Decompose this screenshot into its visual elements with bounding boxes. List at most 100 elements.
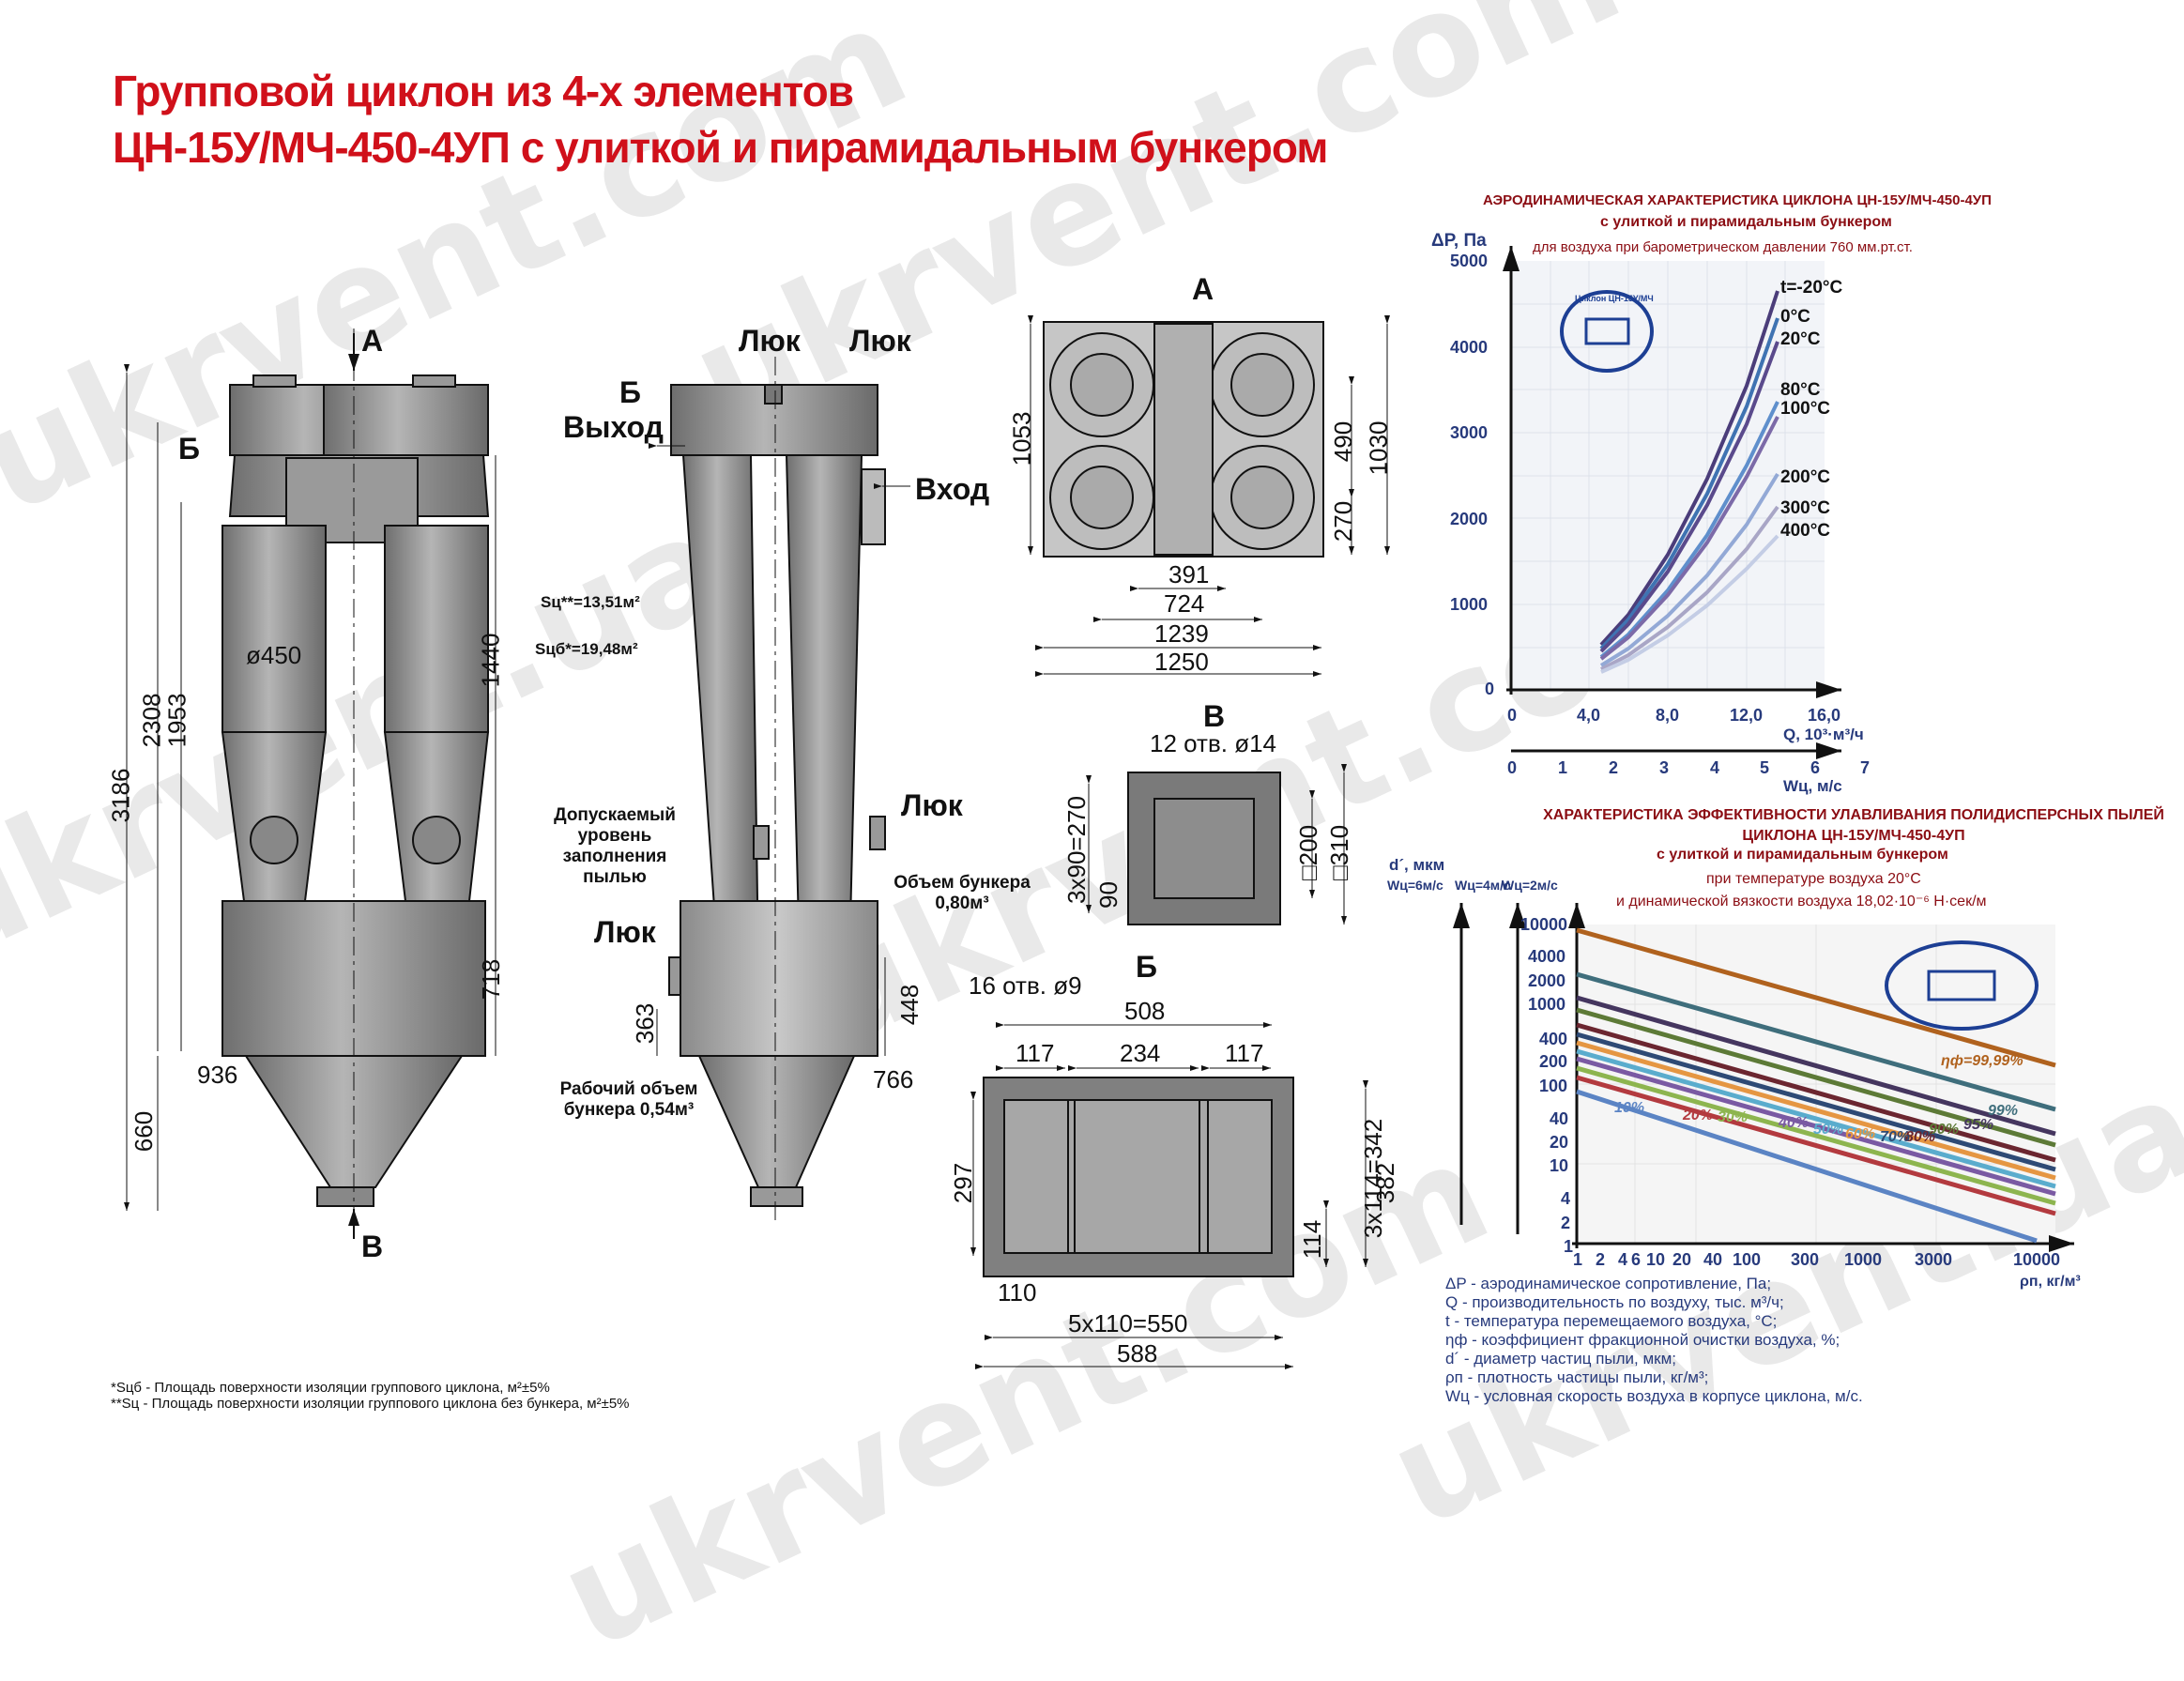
eff-series-label: 90% <box>1929 1122 1960 1138</box>
area-without-bunker: Sц**=13,51м² <box>541 593 640 611</box>
dim-391: 391 <box>1168 560 1210 588</box>
eff-yaxis-4: Wц=4м/с <box>1455 878 1511 893</box>
dim-660: 660 <box>130 1110 159 1153</box>
dim-1953: 1953 <box>162 693 191 748</box>
area-with-bunker: Sцб*=19,48м² <box>535 640 638 658</box>
dim-448: 448 <box>895 984 924 1026</box>
diameter-label: ø450 <box>246 641 302 669</box>
curve-label: 0°C <box>1780 307 1810 327</box>
eff-series-label: 30% <box>1718 1109 1749 1125</box>
eff-xtick: 3000 <box>1915 1250 1953 1269</box>
page-title-line-1: Групповой циклон из 4-х элементов <box>113 67 854 115</box>
eff-xtick: 4 <box>1618 1250 1628 1269</box>
eff-ytick: 4000 <box>1528 947 1566 966</box>
dim-1053: 1053 <box>1007 411 1036 466</box>
aero-xlabel: Q, 10³·м³/ч <box>1783 726 1864 743</box>
dim-310: □310 <box>1325 824 1354 881</box>
aero-ytick: 5000 <box>1450 252 1489 270</box>
aero-x2tick: 5 <box>1760 758 1770 777</box>
aero-chart-title: АЭРОДИНАМИЧЕСКАЯ ХАРАКТЕРИСТИКА ЦИКЛОНА … <box>1483 192 1992 208</box>
eff-ytick: 2 <box>1561 1214 1571 1232</box>
working-volume-note: Рабочий объем бункера 0,54м³ <box>559 1079 698 1120</box>
eff-xtick: 2 <box>1596 1250 1606 1269</box>
dim-508: 508 <box>1124 997 1166 1025</box>
aero-x2tick: 7 <box>1860 758 1871 777</box>
dim-588: 588 <box>1117 1339 1158 1368</box>
aero-xtick: 4,0 <box>1577 706 1601 725</box>
dim-297: 297 <box>949 1162 978 1204</box>
dim-114: 114 <box>1298 1219 1327 1260</box>
eff-chart-note-2: и динамической вязкости воздуха 18,02·10… <box>1616 894 1987 909</box>
eff-series-label: 99% <box>1988 1103 2019 1119</box>
aero-x2tick: 1 <box>1558 758 1568 777</box>
aero-xtick: 8,0 <box>1656 706 1680 725</box>
eff-series-label: 20% <box>1683 1108 1714 1123</box>
curve-label: 100°C <box>1780 399 1831 419</box>
outlet-label: Выход <box>563 410 664 444</box>
eff-ytick: 10 <box>1550 1156 1569 1175</box>
eff-series-label: 10% <box>1614 1100 1645 1116</box>
aero-x2tick: 4 <box>1710 758 1720 777</box>
dim-1440: 1440 <box>476 633 505 688</box>
aero-x2tick: 2 <box>1609 758 1619 777</box>
curve-label: 400°C <box>1780 521 1831 541</box>
dim-724: 724 <box>1164 589 1205 618</box>
holes-b: 16 отв. ø9 <box>969 971 1082 1000</box>
aero-xtick: 12,0 <box>1730 706 1764 725</box>
eff-xtick: 40 <box>1703 1250 1723 1269</box>
eff-series-label: 70% <box>1880 1129 1911 1145</box>
dim-117-left: 117 <box>1016 1039 1055 1067</box>
aero-x2tick: 3 <box>1659 758 1670 777</box>
side-view <box>649 357 910 1220</box>
view-b-flange <box>970 1022 1368 1369</box>
aero-ytick: 2000 <box>1450 510 1489 528</box>
dim-718: 718 <box>477 958 506 1001</box>
eff-yaxis-6: Wц=6м/с <box>1387 878 1443 893</box>
curve-label: 20°C <box>1780 329 1821 349</box>
eff-chart-subtitle: с улиткой и пирамидальным бункером <box>1657 847 1948 863</box>
legend: ΔP - аэродинамическое сопротивление, Па;… <box>1445 1275 1863 1406</box>
eff-series-label: 50% <box>1813 1122 1844 1138</box>
aero-chart-note: для воздуха при барометрическом давлении… <box>1533 239 1913 255</box>
inlet-label: Вход <box>915 472 990 506</box>
bunker-volume-note: Объем бункера 0,80м³ <box>893 873 1031 913</box>
aero-x2tick: 0 <box>1507 758 1518 777</box>
dim-234: 234 <box>1120 1039 1161 1067</box>
dim-363: 363 <box>631 1002 660 1045</box>
eff-ytick: 200 <box>1539 1052 1568 1071</box>
holes-v: 12 отв. ø14 <box>1150 729 1277 757</box>
eff-xtick: 10 <box>1646 1250 1666 1269</box>
dim-1030: 1030 <box>1364 420 1393 476</box>
eff-ytick: 400 <box>1539 1030 1568 1048</box>
dim-766: 766 <box>873 1065 914 1093</box>
dim-200: □200 <box>1294 824 1323 881</box>
eff-ytick: 100 <box>1539 1077 1568 1095</box>
curve-label: 80°C <box>1780 380 1821 400</box>
dim-3x90: 3x90=270 <box>1061 796 1091 904</box>
eff-ytick: 20 <box>1550 1133 1569 1152</box>
eff-chart-note-1: при температуре воздуха 20°C <box>1706 871 1921 887</box>
view-a-title: А <box>1192 272 1214 306</box>
section-label-b: Б <box>178 432 200 466</box>
eff-xtick: 10000 <box>2013 1250 2061 1269</box>
eff-series-label: 95% <box>1963 1117 1994 1133</box>
eff-yaxis-2: Wц=2м/с <box>1502 878 1558 893</box>
dim-90: 90 <box>1093 881 1123 909</box>
aero-xtick: 0 <box>1507 706 1518 725</box>
eff-ytick: 40 <box>1550 1109 1569 1128</box>
eff-ytick: 2000 <box>1528 971 1566 990</box>
legend-item: Q - производительность по воздуху, тыс. … <box>1445 1293 1784 1311</box>
legend-item: d´ - диаметр частиц пыли, мкм; <box>1445 1350 1677 1368</box>
aero-xtick: 16,0 <box>1808 706 1841 725</box>
eff-xtick: 6 <box>1631 1250 1642 1269</box>
page-title-line-2: ЦН-15У/МЧ-450-4УП с улиткой и пирамидаль… <box>113 123 1328 172</box>
eff-ytick: 1000 <box>1528 995 1566 1014</box>
fill-level-note: Допускаемый уровень заполнения пылью <box>554 805 676 887</box>
dim-1239: 1239 <box>1154 619 1209 648</box>
hatch-label-cone: Люк <box>901 788 963 822</box>
view-arrow-v: В <box>361 1230 384 1263</box>
hatch-label-top-left: Люк <box>739 324 801 358</box>
aero-ytick: 1000 <box>1450 595 1489 614</box>
eff-ylabel: d´, мкм <box>1389 856 1445 874</box>
aero-chart-subtitle: с улиткой и пирамидальным бункером <box>1600 214 1892 230</box>
